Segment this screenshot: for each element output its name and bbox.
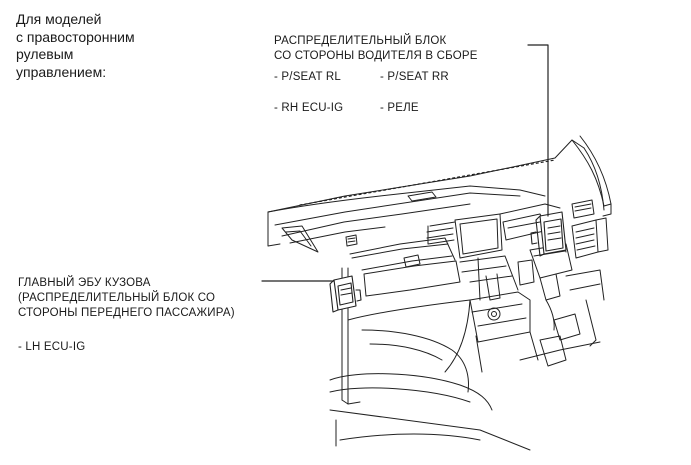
body-ecu-title-line-2: (РАСПРЕДЕЛИТЕЛЬНЫЙ БЛОК СО [18,292,216,304]
left-vent [346,235,357,246]
driver-junction-block [531,212,566,256]
driver-block-title-line-2: СО СТОРОНЫ ВОДИТЕЛЯ В СБОРЕ [274,50,478,62]
model-note-line-4: управлением: [16,63,107,80]
body-ecu-title-line-1: ГЛАВНЫЙ ЭБУ КУЗОВА [18,277,151,289]
glove-box [350,238,470,372]
right-vent [572,200,608,258]
driver-block-item-2: - P/SEAT RR [380,71,449,83]
center-console [427,214,538,372]
body-ecu-title-line-3: СТОРОНЫ ПЕРЕДНЕГО ПАССАЖИРА) [18,307,235,319]
defroster-vent [300,160,555,205]
model-note: Для моделей с правосторонним рулевым упр… [16,11,135,81]
leader-lines [262,45,548,281]
model-note-line-3: рулевым [16,46,74,62]
center-speaker [408,192,436,201]
main-body-ecu-label: ГЛАВНЫЙ ЭБУ КУЗОВА (РАСПРЕДЕЛИТЕЛЬНЫЙ БЛ… [18,276,235,321]
body-ecu-item-1: - LH ECU-IG [18,341,86,353]
left-side-panel [282,226,318,252]
driver-footwell [520,270,604,366]
driver-junction-block-label: РАСПРЕДЕЛИТЕЛЬНЫЙ БЛОК СО СТОРОНЫ ВОДИТЕ… [274,34,478,64]
driver-block-item-1: - P/SEAT RL [274,71,341,83]
driver-block-item-3: - RH ECU-IG [274,102,344,114]
driver-block-title-line-1: РАСПРЕДЕЛИТЕЛЬНЫЙ БЛОК [274,35,447,47]
driver-block-item-4: - РЕЛЕ [380,102,419,114]
main-body-ecu [330,276,361,312]
model-note-line-2: с правосторонним [16,28,135,45]
model-note-line-1: Для моделей [16,11,102,27]
driver-block-leader-line [528,45,548,216]
dashboard-top [268,186,545,246]
